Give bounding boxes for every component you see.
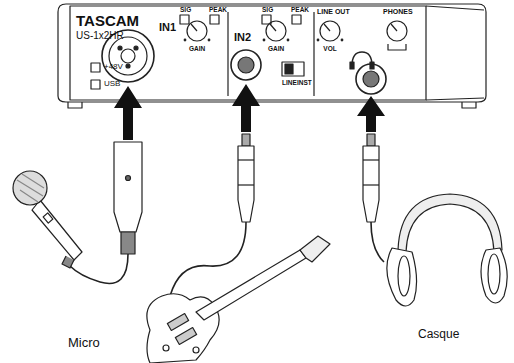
panel-label: GAIN	[189, 46, 205, 53]
guitar-plug	[242, 134, 250, 146]
headphone-plug	[367, 134, 375, 146]
microphone	[13, 171, 82, 268]
peak-led	[210, 15, 219, 24]
panel-label: Casque	[418, 328, 459, 340]
housing-side	[426, 6, 484, 100]
panel-label: LINE	[282, 80, 297, 87]
headphone-cable	[371, 222, 384, 262]
line-inst-switch	[282, 62, 304, 76]
front-panel	[70, 6, 426, 100]
phones-jack	[356, 64, 386, 94]
panel-label: PEAK	[291, 7, 309, 14]
panel-label: LINE OUT	[317, 8, 350, 15]
guitar-cable	[170, 222, 246, 296]
panel-label: SIG	[262, 7, 273, 14]
phones-knob	[387, 21, 407, 41]
sig-led	[180, 15, 189, 24]
instrument-jack	[231, 50, 261, 80]
panel-label: Micro	[68, 336, 100, 349]
panel-label: PHONES	[383, 8, 413, 15]
xlr-plug	[114, 142, 142, 232]
mic-cable	[70, 254, 128, 283]
led-usb	[91, 80, 100, 89]
panel-label: IN2	[234, 32, 251, 43]
panel-label: PEAK	[209, 7, 227, 14]
panel-label: SIG	[180, 7, 191, 14]
panel-label: VOL	[323, 46, 336, 53]
housing	[58, 4, 486, 102]
panel-label: US-1x2HR	[76, 31, 124, 41]
led-48v	[91, 63, 100, 72]
gain-knob	[266, 21, 286, 41]
guitar	[147, 236, 330, 363]
headphones	[387, 194, 507, 306]
panel-label: TASCAM	[76, 13, 139, 28]
panel-label: INST	[297, 80, 312, 87]
panel-label: +48V	[104, 63, 123, 71]
peak-led	[292, 15, 301, 24]
panel-label: USB	[104, 80, 120, 88]
connection-arrows	[114, 84, 385, 140]
vol-knob	[320, 21, 340, 41]
gain-knob	[187, 21, 207, 41]
panel-label: IN1	[159, 22, 176, 33]
panel-label: GAIN	[268, 46, 284, 53]
